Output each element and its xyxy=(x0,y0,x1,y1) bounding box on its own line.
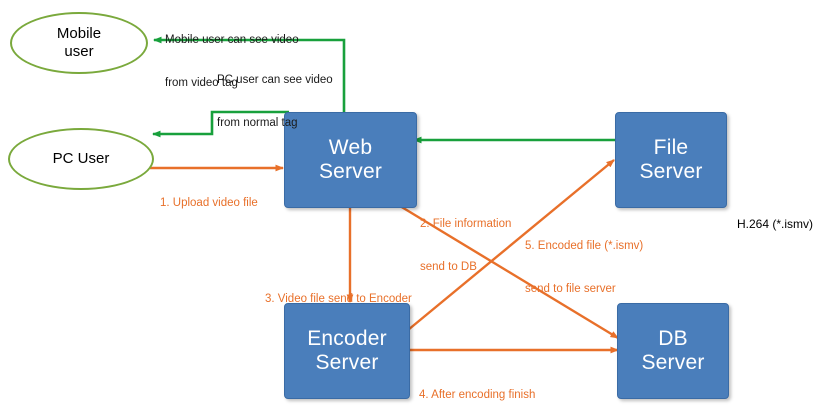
node-encoder-server-line2: Server xyxy=(315,351,379,374)
label-step2-file-info: 2. File information send to DB xyxy=(420,188,511,303)
node-encoder-server-line1: Encoder xyxy=(307,326,387,350)
label-step5-encoded-file: 5. Encoded file (*.ismv) send to file se… xyxy=(525,210,643,325)
node-file-server-line1: File xyxy=(653,135,689,159)
label-step5-line2: send to file server xyxy=(525,282,616,295)
label-pc-view: PC user can see video from normal tag xyxy=(217,44,333,159)
node-pc-user-line1: PC User xyxy=(52,150,110,167)
label-codec: H.264 (*.ismv) xyxy=(737,187,813,262)
label-step1-upload: 1. Upload video file xyxy=(160,167,258,239)
node-web-server-line2: Server xyxy=(318,160,383,183)
node-db-server[interactable]: DB Server xyxy=(617,303,729,399)
node-mobile-user-line2: user xyxy=(64,43,94,60)
node-db-server-line1: DB xyxy=(658,326,688,350)
node-encoder-server[interactable]: Encoder Server xyxy=(284,303,410,399)
node-db-server-line2: Server xyxy=(641,351,705,374)
label-step2-line1: 2. File information xyxy=(420,217,512,230)
label-pc-view-line1: PC user can see video xyxy=(217,73,333,86)
label-codec-line1: H.264 (*.ismv) xyxy=(737,217,814,231)
label-step3-video-to-encoder: 3. Video file send to Encoder xyxy=(265,263,412,335)
node-web-server-line1: Web xyxy=(328,135,373,159)
label-pc-view-line2: from normal tag xyxy=(217,116,298,129)
label-step4-after-encoding: 4. After encoding finish that file state… xyxy=(419,359,606,413)
label-step2-line2: send to DB xyxy=(420,260,477,273)
node-pc-user[interactable]: PC User xyxy=(8,128,154,190)
label-mobile-view-line2: from video tag xyxy=(165,76,238,89)
label-step1-line1: 1. Upload video file xyxy=(160,196,258,209)
label-mobile-view-line1: Mobile user can see video xyxy=(165,33,299,46)
label-step4-line1: 4. After encoding finish xyxy=(419,388,536,401)
node-mobile-user-line1: Mobile xyxy=(56,25,102,42)
label-step5-line1: 5. Encoded file (*.ismv) xyxy=(525,239,644,252)
node-file-server-line2: Server xyxy=(639,160,703,183)
node-file-server[interactable]: File Server xyxy=(615,112,727,208)
node-mobile-user[interactable]: Mobile user xyxy=(10,12,148,74)
node-web-server[interactable]: Web Server xyxy=(284,112,417,208)
label-mobile-view: Mobile user can see video from video tag xyxy=(165,4,299,119)
label-step3-line1: 3. Video file send to Encoder xyxy=(265,292,412,305)
